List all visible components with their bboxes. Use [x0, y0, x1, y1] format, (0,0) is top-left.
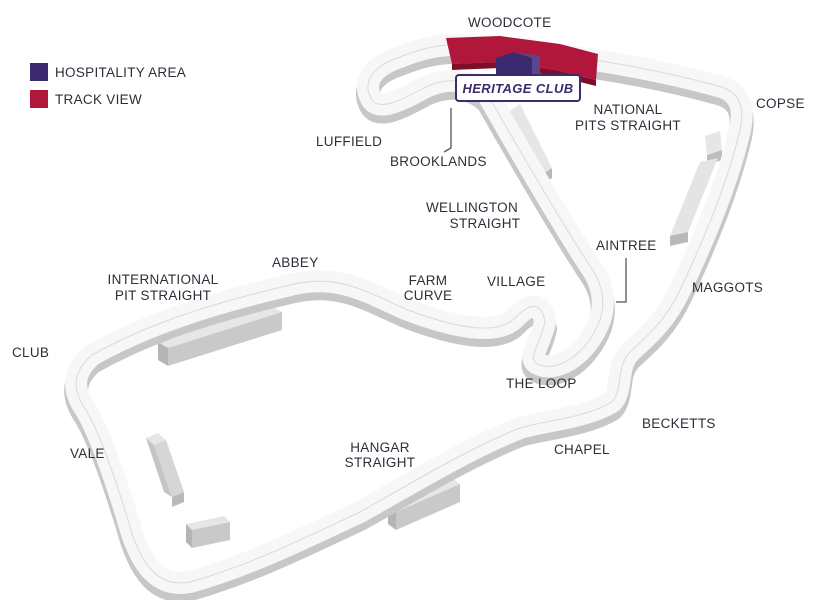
label-luffield: LUFFIELD [316, 134, 382, 149]
label-national-pits-2: PITS STRAIGHT [575, 118, 681, 133]
label-wellington-1: WELLINGTON [426, 200, 518, 215]
label-wellington-2: STRAIGHT [450, 216, 521, 231]
label-hangar-2: STRAIGHT [345, 455, 416, 470]
legend-swatch-track-view [30, 90, 48, 108]
hospitality-area: HERITAGE CLUB [455, 52, 581, 102]
leader-lines [443, 108, 627, 303]
label-vale: VALE [70, 446, 105, 461]
label-chapel: CHAPEL [554, 442, 610, 457]
label-the-loop: THE LOOP [506, 376, 577, 391]
label-copse: COPSE [756, 96, 805, 111]
heritage-club-building [496, 52, 532, 76]
heritage-club-tag[interactable] [455, 74, 581, 102]
heritage-club-label: HERITAGE CLUB [462, 81, 573, 96]
circuit-track [64, 34, 754, 600]
label-hangar-1: HANGAR [350, 440, 410, 455]
label-village: VILLAGE [487, 274, 545, 289]
leader-aintree [616, 258, 627, 303]
label-aintree: AINTREE [596, 238, 657, 253]
label-woodcote: WOODCOTE [468, 15, 551, 30]
label-international-1: INTERNATIONAL [108, 272, 219, 287]
legend-swatch-hospitality [30, 63, 48, 81]
grandstand-vale [146, 433, 230, 548]
label-farm-curve-1: FARM [409, 273, 448, 288]
label-abbey: ABBEY [272, 255, 319, 270]
grandstand-international [158, 306, 282, 366]
label-maggots: MAGGOTS [692, 280, 763, 295]
legend-label-hospitality: HOSPITALITY AREA [55, 65, 186, 80]
label-brooklands: BROOKLANDS [390, 154, 487, 169]
legend-label-track-view: TRACK VIEW [55, 92, 142, 107]
label-farm-curve-2: CURVE [404, 288, 453, 303]
leader-brooklands [443, 108, 452, 153]
corner-labels: WOODCOTE COPSE NATIONAL PITS STRAIGHT LU… [12, 15, 805, 470]
label-club: CLUB [12, 345, 49, 360]
label-national-pits-1: NATIONAL [594, 102, 663, 117]
track-inner-edge [75, 44, 743, 584]
label-international-2: PIT STRAIGHT [115, 288, 211, 303]
label-becketts: BECKETTS [642, 416, 716, 431]
grandstand-maggots [670, 131, 722, 246]
legend: HOSPITALITY AREA TRACK VIEW [30, 63, 186, 108]
